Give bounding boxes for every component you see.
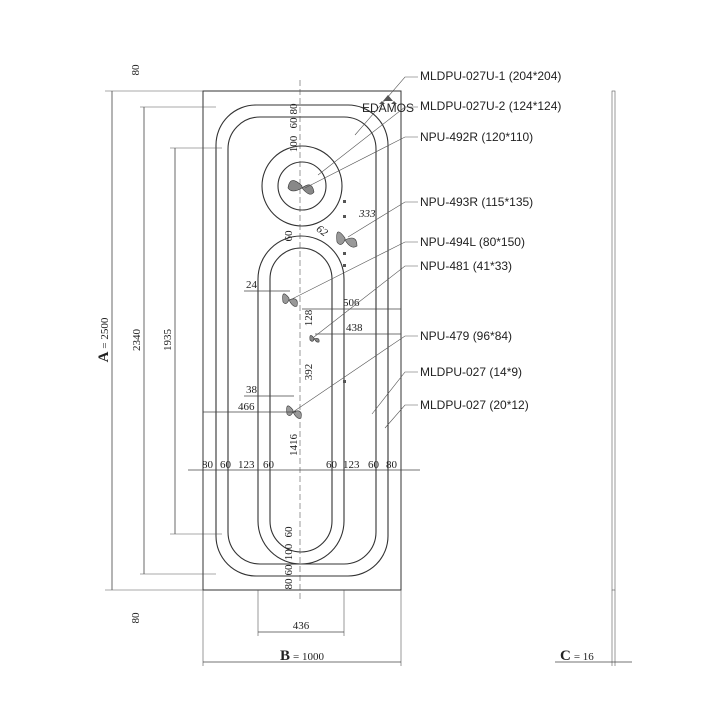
dim-1416: 1416 [288, 434, 300, 457]
callout-mldpu-027u-2: MLDPU-027U-2 (124*124) [420, 99, 561, 113]
dim-top-stack-100: 100 [288, 135, 300, 152]
dim-row-right-60: 60 [326, 459, 338, 471]
outer-groove-1 [215, 104, 389, 577]
dim-bottom-80: 80 [130, 612, 142, 624]
b-dimension-label: B= 1000 [280, 648, 324, 664]
callout-mldpu-027-small: MLDPU-027 (14*9) [420, 365, 522, 379]
dim-438: 438 [346, 322, 363, 334]
dim-row-right-60b: 60 [368, 459, 380, 471]
dim-top-stack-60: 60 [288, 117, 300, 129]
callout-npu-479: NPU-479 (96*84) [420, 329, 512, 343]
callout-leaders [289, 76, 418, 429]
dim-row-right-123: 123 [343, 459, 360, 471]
dim-1935: 1935 [162, 329, 174, 352]
dim-row-left-60b: 60 [263, 459, 275, 471]
dim-24: 24 [246, 279, 258, 291]
callout-npu-492r: NPU-492R (120*110) [420, 130, 533, 144]
butterfly-icon-small [309, 335, 320, 343]
dim-row-right-80: 80 [386, 459, 398, 471]
dim-row-left-60: 60 [220, 459, 232, 471]
callout-npu-493r: NPU-493R (115*135) [420, 195, 533, 209]
dim-2340: 2340 [131, 329, 143, 352]
butterfly-icon-right [336, 231, 358, 248]
dim-bottom-stack-80: 80 [283, 578, 295, 590]
dim-38: 38 [246, 384, 258, 396]
dim-506: 506 [343, 297, 360, 309]
dim-top-stack-80: 80 [288, 103, 300, 115]
dim-bottom-stack-60: 60 [283, 526, 295, 538]
circle-outer [261, 145, 343, 227]
dim-row-left-123: 123 [238, 459, 255, 471]
dim-bottom-stack-100: 100 [283, 543, 295, 560]
dim-row-left-80: 80 [202, 459, 214, 471]
butterfly-icon-left [282, 293, 298, 307]
callout-npu-481: NPU-481 (41*33) [420, 259, 512, 273]
dim-top-80: 80 [130, 64, 142, 76]
callout-mldpu-027u-1: MLDPU-027U-1 (204*204) [420, 69, 561, 83]
oval-groove-1 [257, 235, 345, 565]
dim-436: 436 [293, 620, 310, 632]
door-panel [202, 90, 402, 591]
small-studs [343, 200, 346, 383]
callout-npu-494l: NPU-494L (80*150) [420, 235, 525, 249]
dim-333: 333 [358, 208, 376, 220]
dim-circle-gap-60: 60 [283, 230, 295, 242]
dim-bottom-stack-60b: 60 [283, 564, 295, 576]
svg-text:EDAMOS: EDAMOS [362, 101, 414, 115]
dim-128: 128 [303, 309, 315, 326]
callout-mldpu-027-large: MLDPU-027 (20*12) [420, 398, 529, 412]
dim-392: 392 [303, 364, 315, 381]
door-side-view [611, 90, 616, 591]
butterfly-icon-circle [287, 180, 315, 195]
a-dimension-label: A= 2500 [96, 317, 112, 362]
oval-groove-2 [269, 247, 333, 553]
dim-466: 466 [238, 401, 255, 413]
circle-inner [277, 161, 327, 211]
c-dimension-label: C= 16 [560, 648, 594, 664]
